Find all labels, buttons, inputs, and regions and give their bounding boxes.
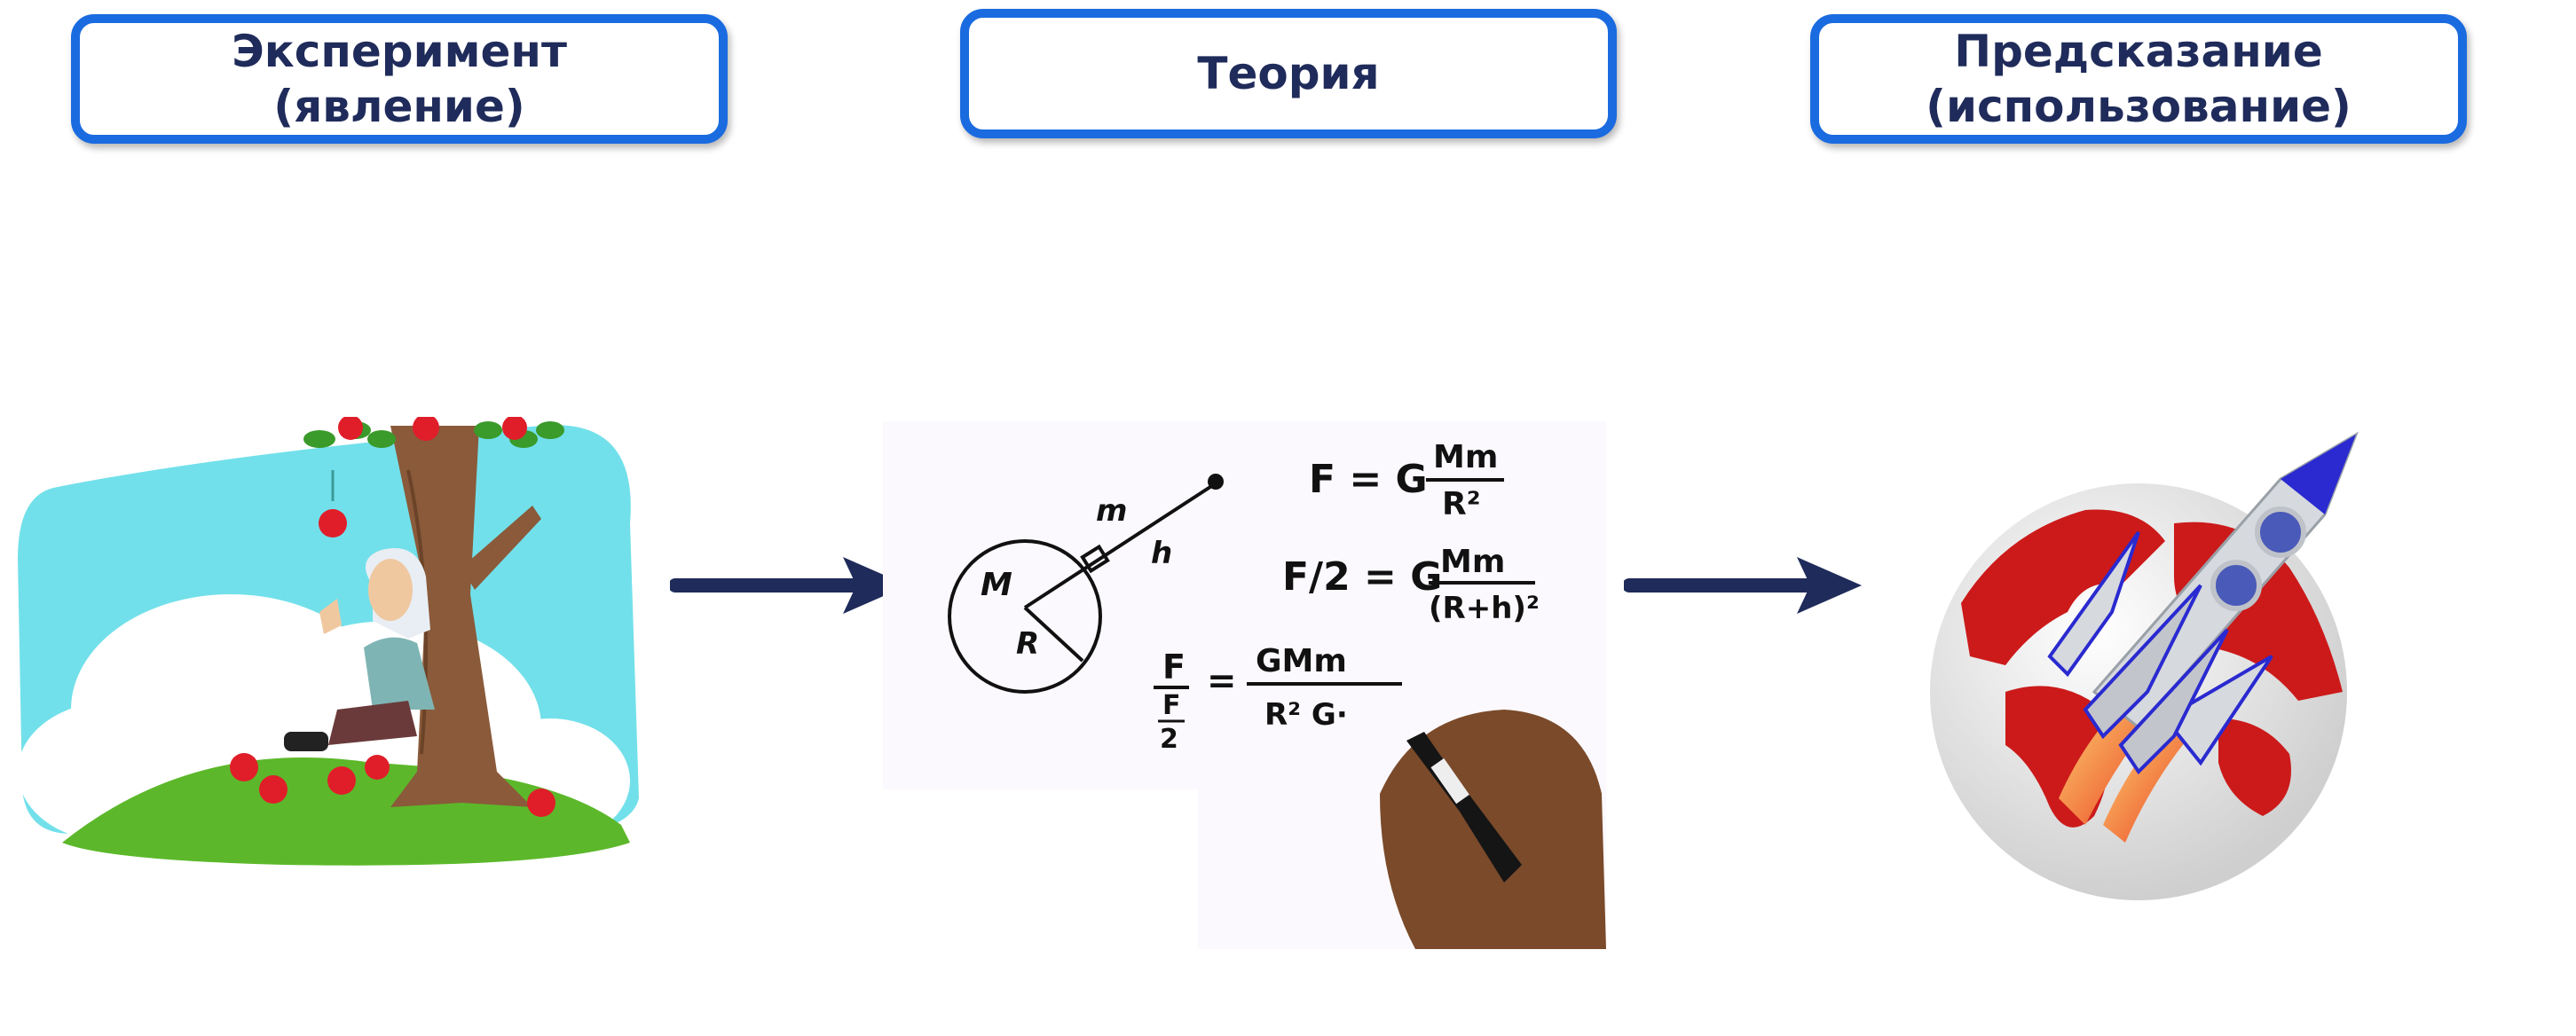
formula2-lhs: F/2 = G (1282, 554, 1442, 600)
formula3-sub: F (1162, 690, 1181, 721)
newton-apple-tree-illustration (18, 417, 639, 866)
formula2-den: (R+h)² (1429, 591, 1540, 626)
formula1-den: R² (1442, 486, 1481, 522)
whiteboard-gravity-formula-illustration: M m h R F = G Mm R² F/2 = G Mm (R+h)² F … (883, 421, 1606, 949)
formula3-two: 2 (1160, 724, 1178, 755)
theory-header: Теория (960, 9, 1617, 138)
formula3-lhs: F (1162, 648, 1186, 687)
formula1-num: Mm (1433, 439, 1498, 475)
formula3-eq: = (1207, 661, 1237, 702)
arrow-right-icon (1624, 557, 1862, 614)
prediction-header: Предсказание (использование) (1810, 14, 2467, 144)
label-r: R (1016, 626, 1039, 662)
rocket-globe-illustration (1930, 431, 2359, 900)
formula3-num: GMm (1256, 643, 1347, 679)
label-small-m: m (1096, 493, 1127, 529)
label-h: h (1151, 536, 1172, 571)
formula2-num: Mm (1440, 544, 1505, 580)
hand-with-marker (1380, 710, 1606, 949)
experiment-header-label: Эксперимент (явление) (232, 26, 567, 132)
formula1-lhs: F = G (1309, 457, 1428, 502)
arrow-right-icon (670, 557, 908, 614)
theory-header-label: Теория (1197, 48, 1380, 99)
prediction-header-label: Предсказание (использование) (1926, 26, 2351, 132)
experiment-header: Эксперимент (явление) (71, 14, 728, 144)
label-big-m: M (981, 567, 1012, 603)
formula3-den: R² G· (1264, 697, 1348, 733)
